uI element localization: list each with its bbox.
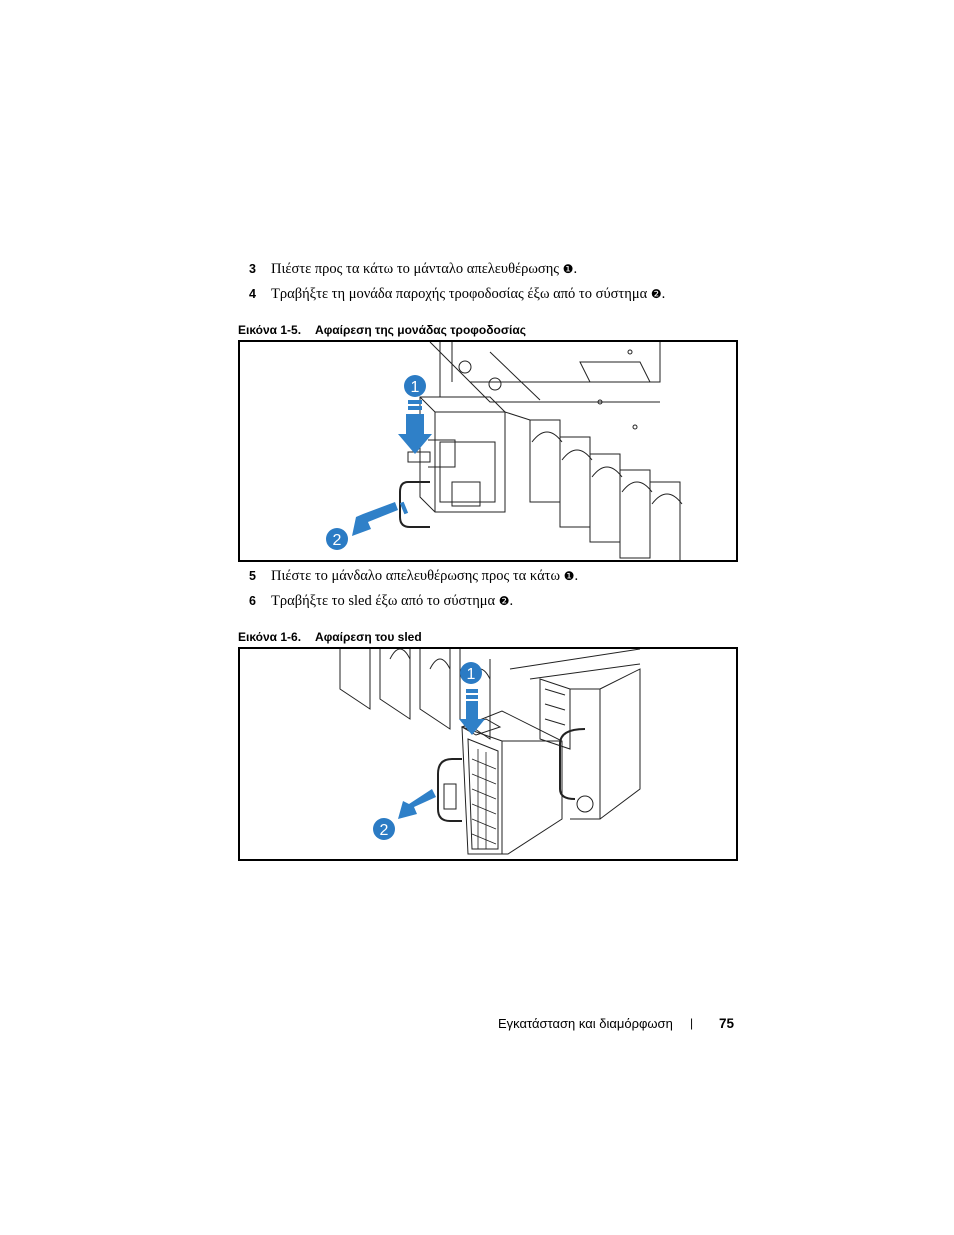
callout-ref-2: ❷ bbox=[650, 287, 662, 301]
footer-section-title: Εγκατάσταση και διαμόρφωση bbox=[498, 1016, 673, 1031]
step-text: Πιέστε το μάνδαλο απελευθέρωσης προς τα … bbox=[271, 568, 564, 584]
step-text: Τραβήξτε το sled έξω από το σύστημα bbox=[271, 593, 499, 609]
callout-2: 2 bbox=[326, 528, 348, 550]
callout-2-label: 2 bbox=[380, 822, 389, 839]
step-end: . bbox=[661, 286, 666, 302]
step-end: . bbox=[573, 261, 578, 277]
step-text: Πιέστε προς τα κάτω το μάνταλο απελευθέρ… bbox=[271, 261, 563, 277]
callout-2: 2 bbox=[373, 818, 395, 840]
footer-separator: | bbox=[690, 1016, 694, 1030]
figure-caption-1: Εικόνα 1-5. Αφαίρεση της μονάδας τροφοδοσ… bbox=[238, 323, 526, 337]
step-number: 3 bbox=[249, 262, 256, 276]
callout-1-label: 1 bbox=[411, 379, 420, 396]
step-number: 5 bbox=[249, 569, 256, 583]
figure-psu-removal: 1 2 bbox=[238, 340, 738, 562]
psu-removal-illustration: 1 2 bbox=[326, 342, 683, 560]
figure-sled-removal: 1 2 bbox=[238, 647, 738, 861]
figure-title: Αφαίρεση του sled bbox=[315, 630, 422, 644]
figure-label: Εικόνα 1-5. bbox=[238, 323, 302, 337]
step-number: 4 bbox=[249, 287, 256, 301]
callout-ref-1: ❶ bbox=[562, 262, 574, 276]
step-6: 6 Τραβήξτε το sled έξω από το σύστημα ❷. bbox=[249, 592, 513, 610]
figure-caption-2: Εικόνα 1-6. Αφαίρεση του sled bbox=[238, 630, 422, 644]
figure-label: Εικόνα 1-6. bbox=[238, 630, 302, 644]
callout-1: 1 bbox=[460, 662, 482, 684]
arrow-down-icon bbox=[398, 400, 432, 454]
step-4: 4 Τραβήξτε τη μονάδα παροχής τροφοδοσίας … bbox=[249, 285, 665, 303]
step-end: . bbox=[574, 568, 579, 584]
step-end: . bbox=[509, 593, 514, 609]
sled-removal-illustration: 1 2 bbox=[339, 649, 641, 855]
step-5: 5 Πιέστε το μάνδαλο απελευθέρωσης προς τα… bbox=[249, 567, 578, 585]
step-text: Τραβήξτε τη μονάδα παροχής τροφοδοσίας έ… bbox=[271, 286, 651, 302]
figure-title: Αφαίρεση της μονάδας τροφοδοσίας bbox=[315, 323, 526, 337]
arrow-pull-icon bbox=[398, 789, 436, 819]
callout-1: 1 bbox=[404, 375, 426, 397]
callout-1-label: 1 bbox=[467, 666, 476, 683]
page-number: 75 bbox=[719, 1016, 735, 1031]
callout-ref-2: ❷ bbox=[498, 594, 510, 608]
arrow-down-icon bbox=[459, 689, 485, 735]
callout-ref-1: ❶ bbox=[563, 569, 575, 583]
step-3: 3 Πιέστε προς τα κάτω το μάνταλο απελευθέ… bbox=[249, 260, 577, 278]
step-number: 6 bbox=[249, 594, 256, 608]
arrow-pull-icon bbox=[352, 501, 409, 536]
callout-2-label: 2 bbox=[333, 532, 342, 549]
